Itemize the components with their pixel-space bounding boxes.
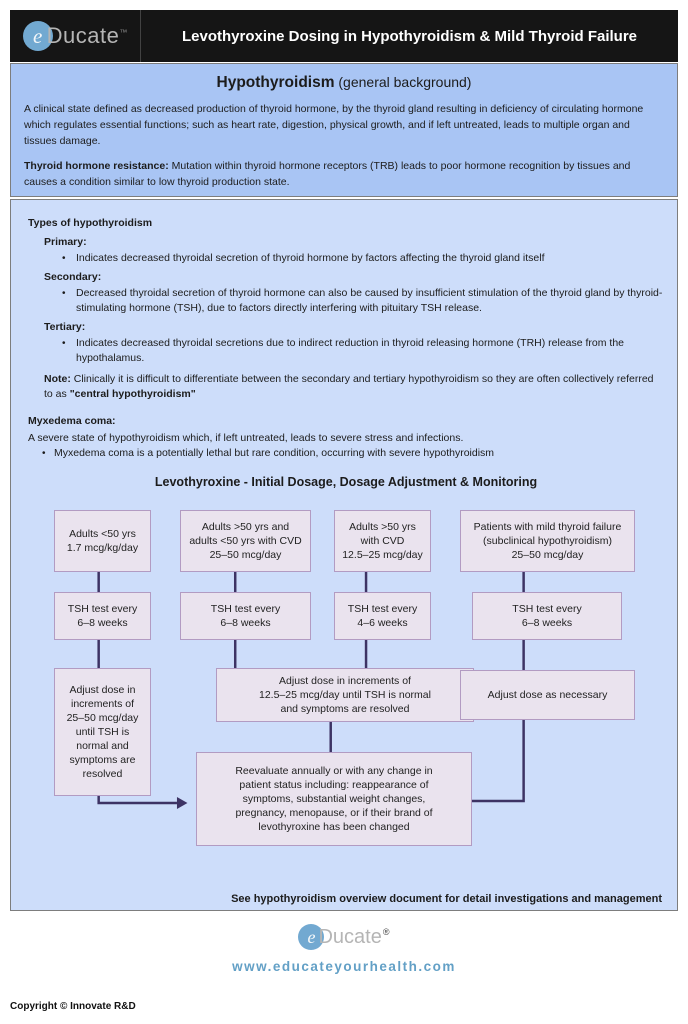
box-line: Adjust dose as necessary xyxy=(487,689,608,701)
note-emphasis: "central hypothyroidism" xyxy=(69,388,196,400)
trademark-mark: ™ xyxy=(119,28,128,37)
box-line: resolved xyxy=(82,768,123,780)
logo-circle-icon: e xyxy=(22,21,53,51)
box-line: Reevaluate annually or with any change i… xyxy=(235,765,433,777)
background-section: Hypothyroidism (general background) A cl… xyxy=(10,63,678,197)
website-link[interactable]: www.educateyourhealth.com xyxy=(232,959,456,974)
myxedema-text: A severe state of hypothyroidism which, … xyxy=(28,432,464,444)
flow-box-adults-under-50: Adults <50 yrs 1.7 mcg/kg/day xyxy=(54,510,151,572)
logo-e: e xyxy=(307,927,316,947)
bullet-icon: • xyxy=(62,288,66,299)
box-line: 6–8 weeks xyxy=(77,617,128,629)
secondary-label: Secondary: xyxy=(44,271,102,283)
registered-mark: ® xyxy=(382,927,390,937)
box-line: Adults >50 yrs xyxy=(349,521,416,533)
see-overview-note: See hypothyroidism overview document for… xyxy=(231,893,662,905)
flow-box-reevaluate: Reevaluate annually or with any change i… xyxy=(196,752,472,846)
box-line: Adults >50 yrs and xyxy=(201,521,290,533)
bullet-icon: • xyxy=(62,253,66,264)
box-line: 25–50 mcg/day xyxy=(66,712,139,724)
box-line: adults <50 yrs with CVD xyxy=(189,535,302,547)
document-title: Levothyroxine Dosing in Hypothyroidism &… xyxy=(181,27,638,45)
box-line: 1.7 mcg/kg/day xyxy=(66,542,139,554)
resistance-text: Mutation within thyroid hormone receptor… xyxy=(24,160,631,188)
flow-box-tsh-test-1: TSH test every 6–8 weeks xyxy=(54,592,151,640)
box-line: 25–50 mcg/day xyxy=(209,549,282,561)
box-line: levothyroxine has been changed xyxy=(258,821,410,833)
primary-bullet: • Indicates decreased thyroidal secretion… xyxy=(60,251,664,266)
box-line: TSH test every xyxy=(512,603,582,615)
note-paragraph: Note: Clinically it is difficult to diff… xyxy=(44,372,664,402)
box-line: TSH test every xyxy=(347,603,418,615)
box-line: patient status including: reappearance o… xyxy=(239,779,429,791)
flowchart: Levothyroxine - Initial Dosage, Dosage A… xyxy=(28,465,664,885)
note-text: Clinically it is difficult to differenti… xyxy=(44,373,654,400)
flow-box-tsh-test-4: TSH test every 6–8 weeks xyxy=(472,592,622,640)
bullet-icon: • xyxy=(42,448,46,459)
resistance-label: Thyroid hormone resistance: xyxy=(24,160,169,172)
primary-bullet-text: Indicates decreased thyroidal secretion … xyxy=(76,252,545,264)
box-line: and symptoms are resolved xyxy=(280,703,410,715)
box-line: 12.5–25 mcg/day until TSH is normal xyxy=(259,689,431,701)
logo-e: e xyxy=(32,23,43,48)
resistance-paragraph: Thyroid hormone resistance: Mutation wit… xyxy=(24,158,664,190)
flow-box-adjust-dose-1: Adjust dose in increments of 25–50 mcg/day… xyxy=(54,668,151,796)
box-line: 25–50 mcg/day xyxy=(511,549,584,561)
header-divider xyxy=(140,10,141,62)
secondary-bullet-text: Decreased thyroidal secretion of thyroid… xyxy=(76,287,663,314)
tertiary-bullet-text: Indicates decreased thyroidal secretions… xyxy=(76,337,625,364)
flow-box-adjust-dose-mid: Adjust dose in increments of 12.5–25 mcg/… xyxy=(216,668,474,722)
flow-box-adjust-as-necessary: Adjust dose as necessary xyxy=(460,670,635,720)
bullet-icon: • xyxy=(62,338,66,349)
secondary-bullet: • Decreased thyroidal secretion of thyroi… xyxy=(60,286,664,316)
copyright-text: Copyright © Innovate R&D xyxy=(10,1001,136,1012)
flow-box-tsh-test-2: TSH test every 6–8 weeks xyxy=(180,592,311,640)
box-line: pregnancy, menopause, or if their brand … xyxy=(235,807,433,819)
flow-box-tsh-test-3: TSH test every 4–6 weeks xyxy=(334,592,431,640)
box-line: Adults <50 yrs xyxy=(69,528,136,540)
box-line: 4–6 weeks xyxy=(357,617,408,629)
box-line: increments of xyxy=(70,698,135,710)
types-block: Types of hypothyroidism Primary: • Indica… xyxy=(28,216,664,461)
myxedema-bullet-text: Myxedema coma is a potentially lethal bu… xyxy=(54,447,495,459)
types-heading: Types of hypothyroidism xyxy=(28,217,153,229)
box-line: Patients with mild thyroid failure xyxy=(473,521,622,533)
flow-box-adults-over-50-and-under-50-cvd: Adults >50 yrs and adults <50 yrs with CV… xyxy=(180,510,311,572)
logo-text: Ducate xyxy=(318,925,382,948)
box-line: 6–8 weeks xyxy=(220,617,271,629)
primary-label: Primary: xyxy=(44,236,87,248)
box-line: Adjust dose in increments of xyxy=(279,675,411,687)
flow-box-adults-over-50-cvd: Adults >50 yrs with CVD 12.5–25 mcg/day xyxy=(334,510,431,572)
box-line: with CVD xyxy=(360,535,405,547)
box-line: symptoms, substantial weight changes, xyxy=(242,793,426,805)
box-line: 12.5–25 mcg/day xyxy=(342,549,423,561)
myxedema-label: Myxedema coma: xyxy=(28,415,116,427)
section-title-bold: Hypothyroidism xyxy=(216,74,335,91)
box-line: TSH test every xyxy=(67,603,138,615)
box-line: (subclinical hypothyroidism) xyxy=(483,535,612,547)
myxedema-bullet: • Myxedema coma is a potentially lethal b… xyxy=(40,446,664,461)
box-line: 6–8 weeks xyxy=(521,617,573,629)
box-line: symptoms are xyxy=(69,754,136,766)
note-label: Note: xyxy=(44,373,71,385)
logo-text: Ducate xyxy=(46,23,120,48)
logo-circle-icon: e xyxy=(298,924,325,950)
flow-box-mild-thyroid-failure: Patients with mild thyroid failure (subcl… xyxy=(460,510,635,572)
section-title-rest: (general background) xyxy=(334,74,472,90)
box-line: TSH test every xyxy=(210,603,281,615)
tertiary-bullet: • Indicates decreased thyroidal secretion… xyxy=(60,336,664,366)
content-section: Types of hypothyroidism Primary: • Indica… xyxy=(10,199,678,911)
box-line: until TSH is xyxy=(75,726,130,738)
background-paragraph: A clinical state defined as decreased pr… xyxy=(24,103,644,147)
flowchart-title: Levothyroxine - Initial Dosage, Dosage A… xyxy=(154,475,538,489)
box-line: Adjust dose in xyxy=(69,684,136,696)
box-line: normal and xyxy=(76,740,129,752)
tertiary-label: Tertiary: xyxy=(44,321,86,333)
section-title: Hypothyroidism (general background) xyxy=(24,74,664,92)
